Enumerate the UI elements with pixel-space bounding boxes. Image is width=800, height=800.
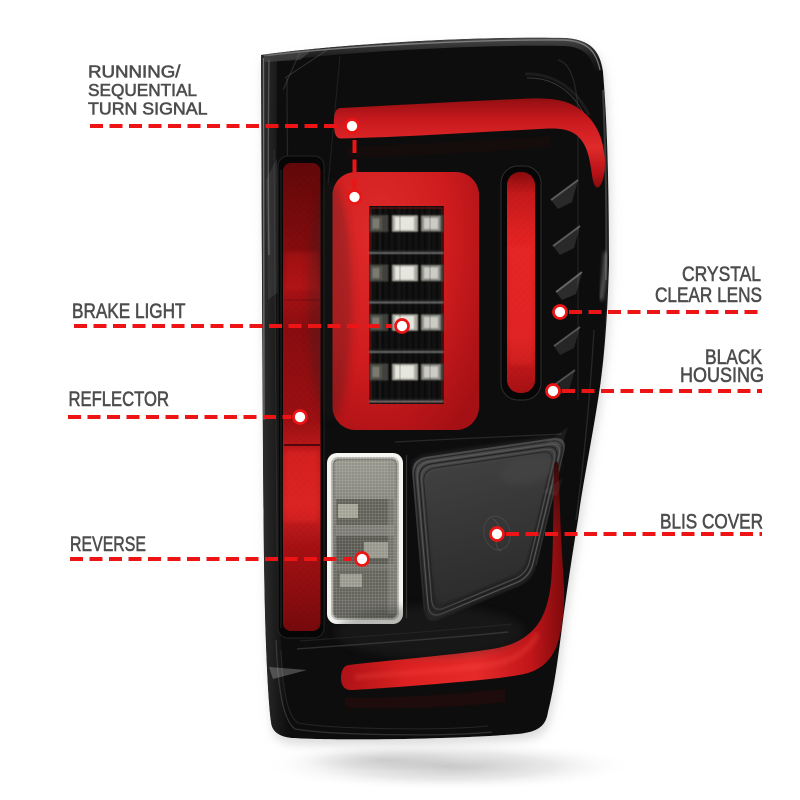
svg-text:REVERSE: REVERSE (70, 532, 146, 556)
svg-text:RUNNING/: RUNNING/ (88, 62, 181, 82)
svg-text:SEQUENTIAL: SEQUENTIAL (88, 80, 197, 100)
svg-text:CLEAR LENS: CLEAR LENS (655, 283, 762, 307)
svg-text:REFLECTOR: REFLECTOR (69, 387, 170, 411)
svg-text:TURN SIGNAL: TURN SIGNAL (88, 99, 208, 119)
svg-text:BLIS COVER: BLIS COVER (660, 510, 763, 534)
svg-text:HOUSING: HOUSING (680, 363, 764, 387)
svg-text:CRYSTAL: CRYSTAL (682, 262, 761, 286)
svg-text:BRAKE LIGHT: BRAKE LIGHT (72, 299, 186, 323)
svg-text:BLACK: BLACK (705, 345, 763, 369)
